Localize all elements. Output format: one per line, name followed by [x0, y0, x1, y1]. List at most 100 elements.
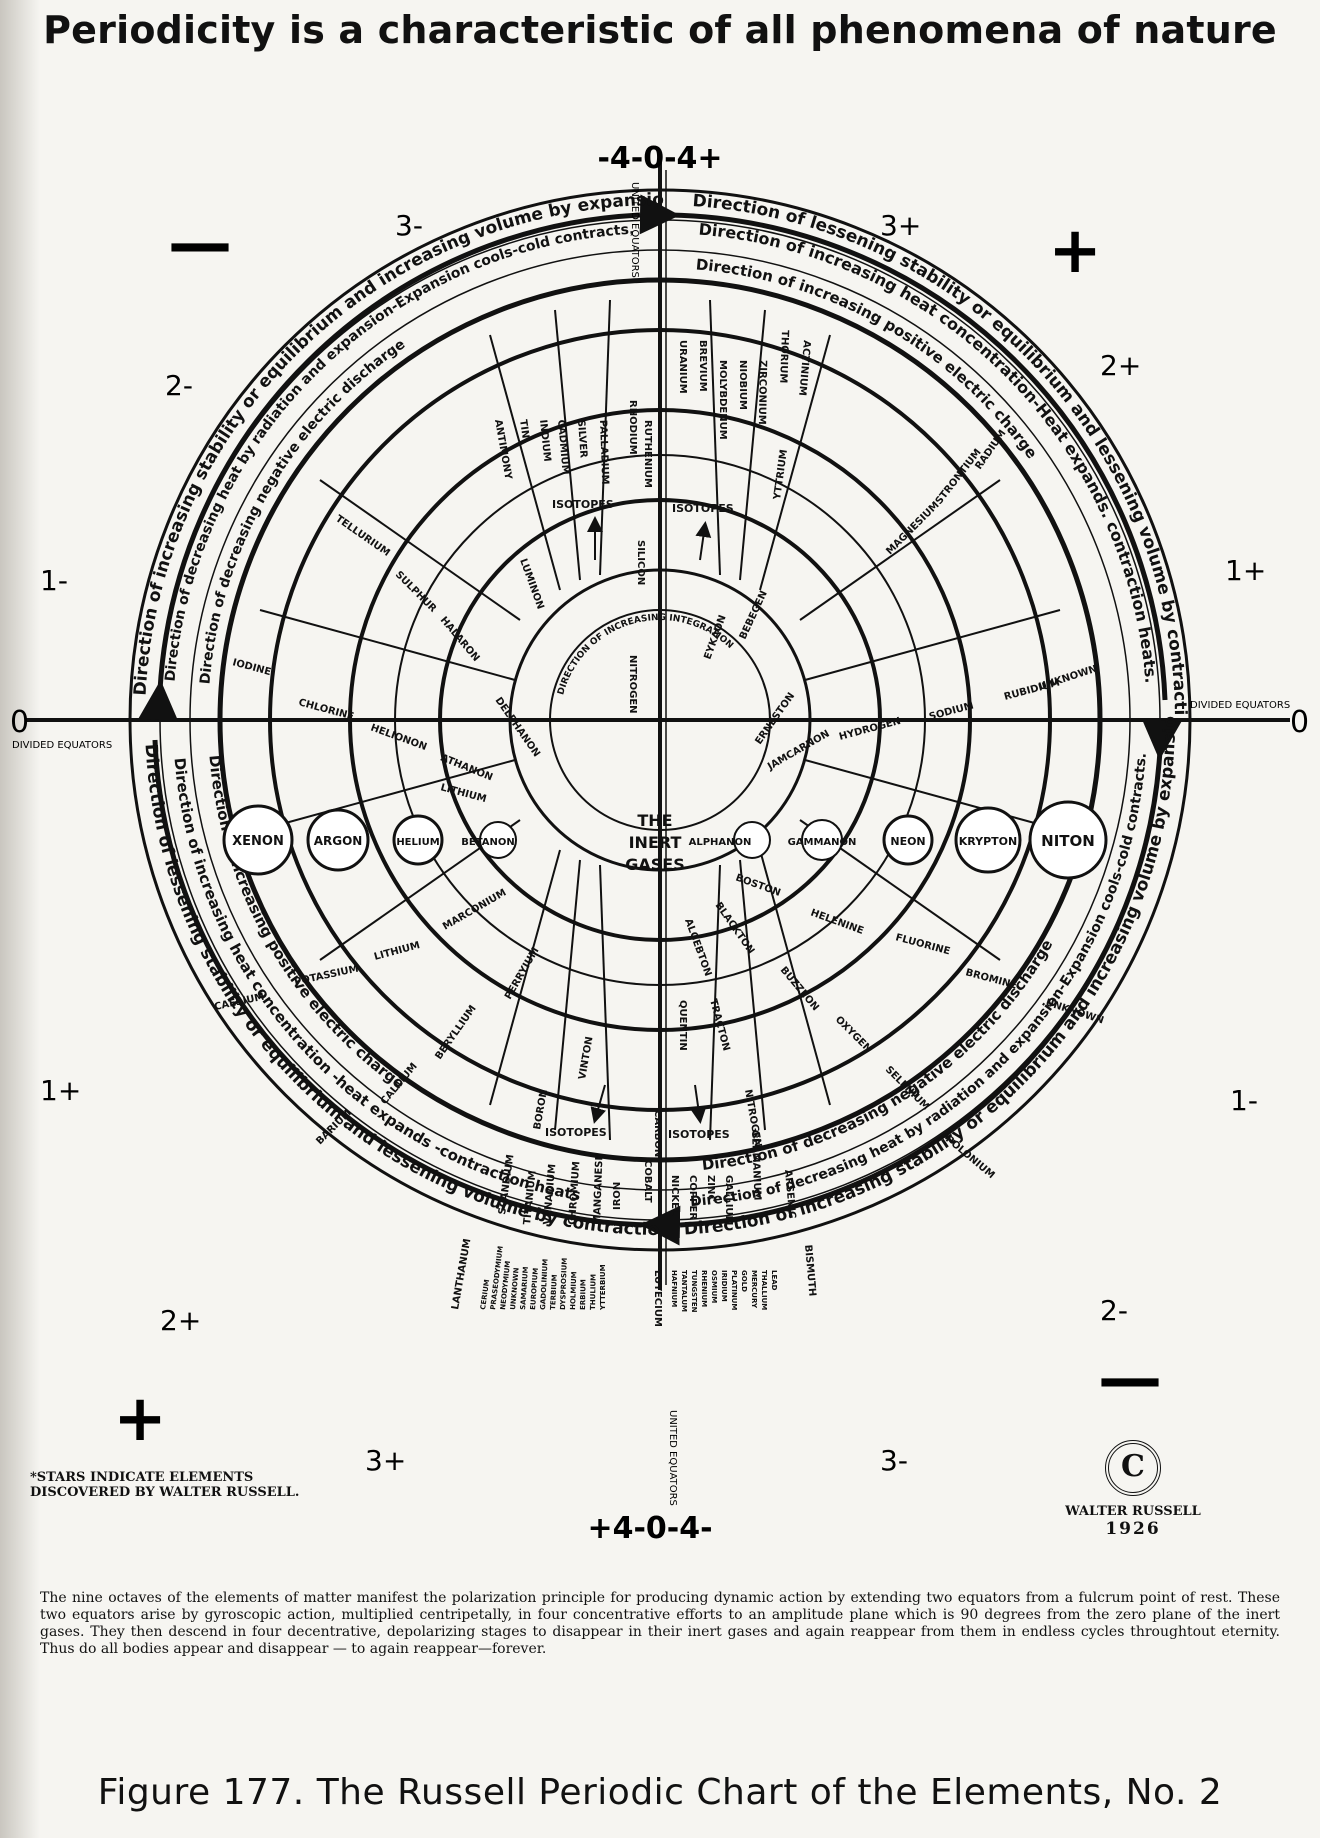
copyright-block: C WALTER RUSSELL 1926 [1058, 1440, 1208, 1539]
isotopes-label: ISOTOPES [552, 498, 614, 511]
element-label: VINTON [577, 1036, 595, 1081]
element-label: THORIUM [777, 330, 790, 384]
element-label: POTASSIUM [293, 964, 359, 988]
element-label: LANTHANUM [450, 1238, 473, 1311]
quadrant-plus-tr: + [1048, 214, 1102, 288]
svg-text:BETANON: BETANON [461, 837, 514, 848]
element-label: BOSTON [734, 872, 782, 898]
page-gutter-shadow [0, 0, 40, 1838]
element-label: STRONTIUM [934, 447, 984, 507]
element-label: SILICON [635, 540, 646, 585]
octave-mark: 1- [40, 564, 68, 597]
svg-text:ARGON: ARGON [314, 834, 363, 848]
element-label: BLACKTON [713, 900, 757, 956]
octave-mark: 2+ [160, 1304, 201, 1337]
element-label: MERCURY [750, 1270, 758, 1309]
element-label: GALLIUM [723, 1175, 734, 1226]
element-label: OXYGEN [833, 1014, 874, 1055]
center-label: THE INERT GASES [625, 811, 685, 874]
inert-gas-xenon: XENON [222, 804, 294, 876]
element-label: INDIUM [537, 419, 552, 462]
element-label: MOLYBDENUM [717, 360, 728, 440]
svg-text:GASES: GASES [625, 855, 685, 874]
element-label: ERBIUM [579, 1279, 588, 1310]
element-label: LEAD [770, 1270, 778, 1291]
element-label: MANGANESE [592, 1153, 605, 1225]
quadrant-minus-br: — [1098, 1342, 1162, 1416]
isotopes-label: ISOTOPES [545, 1126, 607, 1139]
element-label: JAMCARNON [765, 728, 832, 773]
svg-text:GAMMANON: GAMMANON [788, 837, 857, 848]
svg-text:NEON: NEON [890, 835, 925, 848]
element-label: RADIUM [973, 428, 1008, 472]
element-label: HOLMIUM [569, 1271, 578, 1310]
element-label: THULIUM [589, 1274, 598, 1310]
element-label: TANTALUM [680, 1270, 688, 1312]
element-label: MAGNESIUM [884, 500, 941, 557]
inert-gas-gammanon: GAMMANON [788, 819, 857, 861]
inert-gas-betanon: BETANON [461, 821, 517, 859]
element-label: HALARON [438, 615, 482, 664]
radial-lines [259, 299, 1061, 1141]
element-label: HAFNIUM [670, 1270, 678, 1307]
octave-mark: 1+ [1225, 554, 1266, 587]
element-label: RHODIUM [627, 400, 638, 455]
element-label: LITHIUM [373, 940, 421, 963]
svg-text:XENON: XENON [232, 834, 284, 849]
united-equators-top: UNITED EQUATORS [629, 182, 640, 278]
element-label: PERRYIUM [503, 946, 542, 1002]
element-label: ZIRCONIUM [756, 360, 768, 425]
headline: Periodicity is a characteristic of all p… [43, 8, 1277, 52]
united-equators-bottom: UNITED EQUATORS [667, 1410, 678, 1506]
element-label: VANADIUM [542, 1163, 558, 1225]
element-label: HELIONON [369, 722, 428, 753]
svg-text:KRYPTON: KRYPTON [959, 835, 1017, 848]
quadrant-minus-tl: — [168, 207, 232, 281]
top-label: -4-0-4+ [597, 141, 722, 176]
element-label: POLONIUM [943, 1134, 996, 1181]
inert-gas-circles: XENON ARGON HELIUM BETANON ALPHANON GAMM… [222, 800, 1108, 880]
element-label: COBALT [642, 1160, 653, 1203]
element-label: EUROPIUM [529, 1267, 540, 1310]
octave-mark: 2- [165, 369, 193, 402]
inert-gas-helium: HELIUM [392, 814, 444, 866]
element-label: TUNGSTEN [690, 1270, 698, 1313]
octave-mark: 2- [1100, 1294, 1128, 1327]
isotopes-label: ISOTOPES [672, 502, 734, 515]
divided-equators-right: DIVIDED EQUATORS [1190, 700, 1290, 711]
element-label: BROMINE [964, 967, 1018, 991]
element-label: ARSENIC [782, 1169, 797, 1219]
element-label: YTTERBIUM [599, 1264, 607, 1311]
element-label: GERMANIUM [749, 1130, 762, 1201]
inert-gas-krypton: KRYPTON [954, 806, 1022, 874]
element-label: PLATINUM [730, 1270, 738, 1310]
element-label: SAMARIUM [519, 1266, 530, 1310]
element-label: NICKEL [669, 1175, 680, 1216]
element-label: IODINE [231, 657, 272, 678]
element-label: LUMINON [517, 557, 545, 611]
element-label: NIOBIUM [737, 360, 748, 410]
element-label: MARCONIUM [441, 887, 508, 932]
element-label: BORON [532, 1089, 550, 1131]
element-label: ZINC [705, 1175, 716, 1202]
inert-gas-neon: NEON [882, 814, 934, 866]
octave-mark: 3+ [880, 209, 921, 242]
element-label: RUTHENIUM [642, 420, 653, 488]
element-label: TERBIUM [549, 1274, 559, 1310]
element-label: CARBON [652, 1110, 663, 1157]
element-label: CADMIUM [555, 419, 571, 475]
divided-equators-left: DIVIDED EQUATORS [12, 740, 112, 751]
inert-gas-alphanon: ALPHANON [689, 821, 771, 859]
element-label: ALGEBTON [682, 917, 713, 978]
octave-mark: 2+ [1100, 349, 1141, 382]
copyright-year: 1926 [1105, 1519, 1161, 1539]
element-label: GOLD [740, 1270, 748, 1292]
svg-text:THE: THE [637, 811, 672, 830]
caption-paragraph: The nine octaves of the elements of matt… [40, 1590, 1280, 1657]
element-label: RHENIUM [700, 1270, 708, 1307]
element-label: BEBEGEN [738, 589, 770, 641]
copyright-icon: C [1105, 1440, 1161, 1496]
element-label: LUTECIUM [652, 1270, 663, 1327]
octave-mark: 1+ [40, 1074, 81, 1107]
element-label: TELLURIUM [333, 513, 391, 559]
